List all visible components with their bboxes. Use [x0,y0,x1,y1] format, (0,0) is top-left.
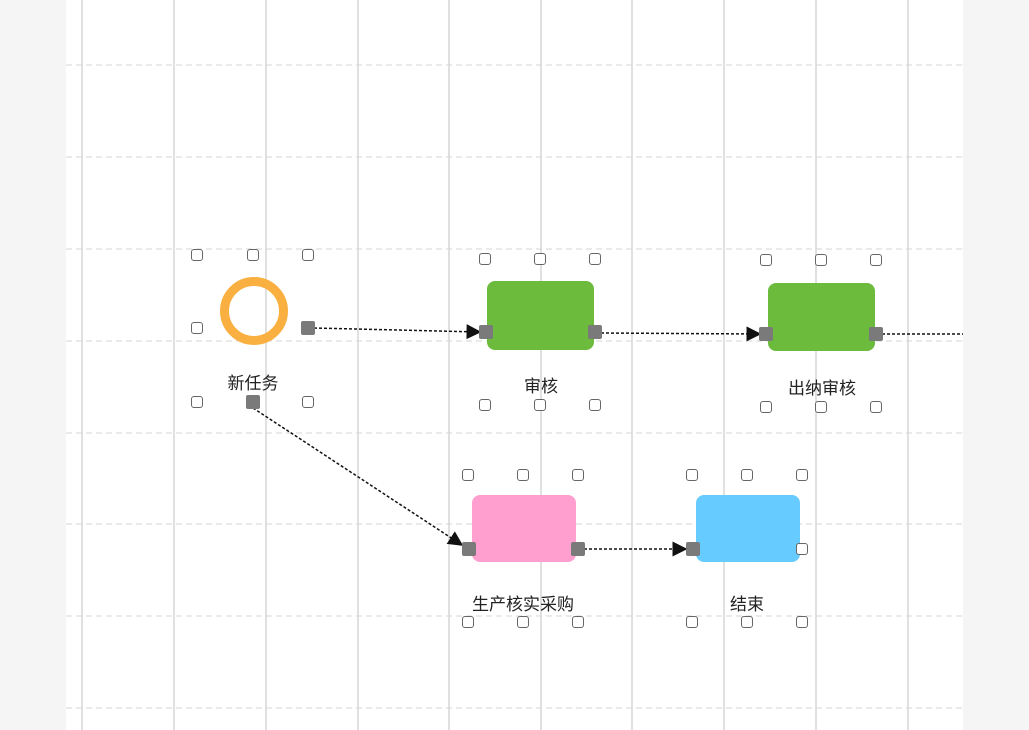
resize-handle[interactable] [462,469,474,481]
end-node-label: 结束 [730,595,764,615]
cashier-node[interactable] [768,283,875,351]
resize-handle[interactable] [796,469,808,481]
resize-handle[interactable] [191,249,203,261]
resize-handle[interactable] [760,401,772,413]
start-node-label: 新任务 [227,374,279,394]
review-node[interactable] [487,281,594,350]
resize-handle[interactable] [870,401,882,413]
production-node-label: 生产核实采购 [472,595,574,615]
resize-handle[interactable] [572,616,584,628]
diagram-canvas[interactable]: 新任务 审核 出纳审核 生产核实采购 结束 [66,0,963,730]
resize-handle[interactable] [741,469,753,481]
connection-port[interactable] [571,542,585,556]
resize-handle[interactable] [191,322,203,334]
resize-handle[interactable] [302,396,314,408]
edge-connector[interactable] [252,407,464,546]
connection-port[interactable] [686,542,700,556]
resize-handle[interactable] [572,469,584,481]
resize-handle[interactable] [686,616,698,628]
resize-handle[interactable] [589,399,601,411]
resize-handle[interactable] [302,249,314,261]
edges-layer [252,324,963,557]
resize-handle[interactable] [589,253,601,265]
connection-port[interactable] [301,321,315,335]
grid [66,0,963,730]
resize-handle[interactable] [686,469,698,481]
connection-port[interactable] [462,542,476,556]
resize-handle[interactable] [517,616,529,628]
cashier-node-label: 出纳审核 [788,379,856,399]
resize-handle[interactable] [191,396,203,408]
resize-handle[interactable] [534,399,546,411]
resize-handle[interactable] [760,254,772,266]
end-node[interactable] [696,495,800,562]
connection-port[interactable] [869,327,883,341]
resize-handle[interactable] [247,249,259,261]
resize-handle[interactable] [870,254,882,266]
resize-handle[interactable] [815,401,827,413]
connection-port[interactable] [246,395,260,409]
resize-handle[interactable] [462,616,474,628]
production-node[interactable] [472,495,576,562]
resize-handle[interactable] [796,543,808,555]
resize-handle[interactable] [479,253,491,265]
resize-handle[interactable] [741,616,753,628]
resize-handle[interactable] [815,254,827,266]
connection-port[interactable] [759,327,773,341]
review-node-label: 审核 [524,377,558,397]
edge-connector[interactable] [600,326,762,342]
resize-handle[interactable] [479,399,491,411]
connection-port[interactable] [588,325,602,339]
resize-handle[interactable] [517,469,529,481]
connection-port[interactable] [479,325,493,339]
start-node[interactable] [220,277,288,345]
edge-connector[interactable] [313,324,482,340]
resize-handle[interactable] [534,253,546,265]
resize-handle[interactable] [796,616,808,628]
